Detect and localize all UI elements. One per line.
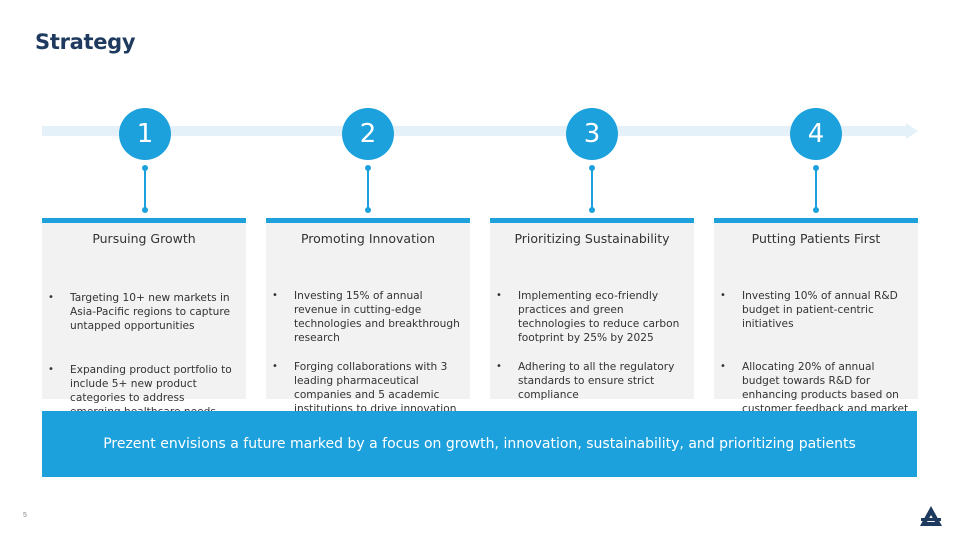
slide-title: Strategy xyxy=(35,30,136,54)
card-title: Putting Patients First xyxy=(751,231,881,246)
bullet-item: Targeting 10+ new markets in Asia-Pacifi… xyxy=(48,291,238,333)
bullet-item: Forging collaborations with 3 leading ph… xyxy=(272,360,462,416)
connector-line-2 xyxy=(367,168,369,210)
timeline-arrow-icon xyxy=(906,123,918,139)
strategy-card-sustainability: Prioritizing Sustainability Implementing… xyxy=(490,218,694,402)
bullet-item: Investing 10% of annual R&D budget in pa… xyxy=(720,289,910,331)
step-circle-4: 4 xyxy=(790,108,842,160)
connector-line-4 xyxy=(815,168,817,210)
bullet-item: Adhering to all the regulatory standards… xyxy=(496,360,686,402)
connector-dot-3-bottom xyxy=(589,207,595,213)
bullet-item: Implementing eco-friendly practices and … xyxy=(496,289,686,345)
connector-dot-1-bottom xyxy=(142,207,148,213)
connector-dot-2-bottom xyxy=(365,207,371,213)
card-title: Pursuing Growth xyxy=(92,231,196,246)
connector-dot-4-bottom xyxy=(813,207,819,213)
strategy-card-patients: Putting Patients First Investing 10% of … xyxy=(714,218,918,429)
step-circle-1: 1 xyxy=(119,108,171,160)
banner-text: Prezent envisions a future marked by a f… xyxy=(103,436,856,452)
strategy-card-innovation: Promoting Innovation Investing 15% of an… xyxy=(266,218,470,415)
bullet-item: Investing 15% of annual revenue in cutti… xyxy=(272,289,462,345)
connector-line-1 xyxy=(144,168,146,210)
card-title: Prioritizing Sustainability xyxy=(514,231,670,246)
triangle-a-logo-icon xyxy=(920,506,942,526)
step-circle-3: 3 xyxy=(566,108,618,160)
summary-banner: Prezent envisions a future marked by a f… xyxy=(42,411,917,477)
step-circle-2: 2 xyxy=(342,108,394,160)
connector-line-3 xyxy=(591,168,593,210)
page-number: 5 xyxy=(23,512,27,519)
timeline-bar xyxy=(42,126,908,136)
strategy-card-growth: Pursuing Growth Targeting 10+ new market… xyxy=(42,218,246,418)
card-title: Promoting Innovation xyxy=(300,231,436,246)
